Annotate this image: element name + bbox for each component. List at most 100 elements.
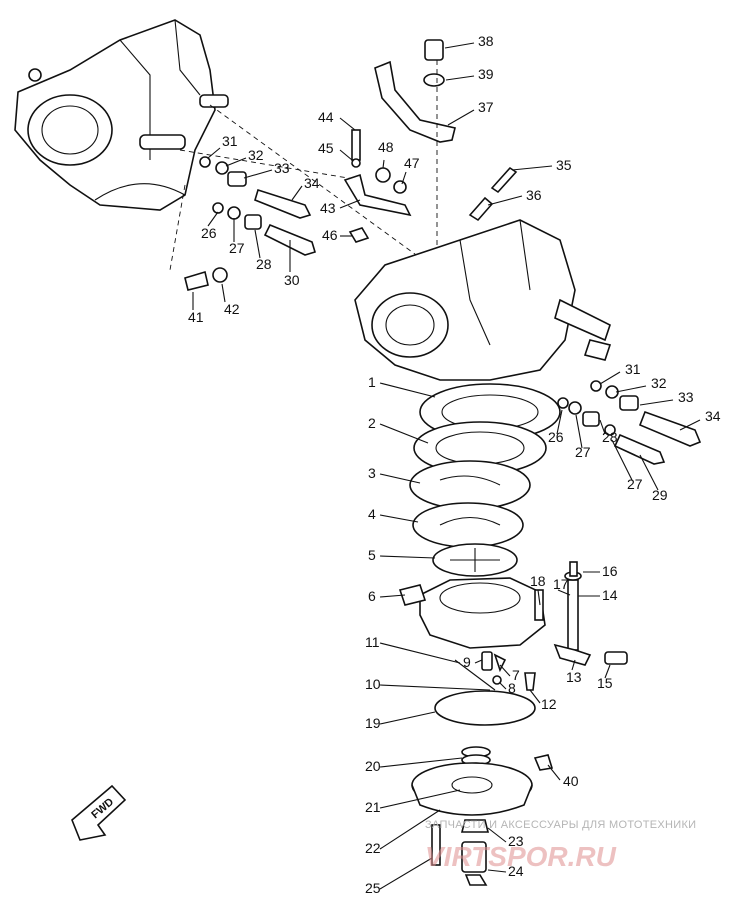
callout-43: 43	[320, 200, 336, 216]
callout-29: 29	[652, 487, 668, 503]
leader-line-38	[444, 42, 475, 49]
callout-20: 20	[365, 758, 381, 774]
callout-40: 40	[563, 773, 579, 789]
leader-line-33	[639, 399, 674, 406]
callout-7: 7	[512, 667, 520, 683]
right-screw-parts	[557, 380, 702, 465]
callout-32l: 32	[248, 147, 264, 163]
leader-line-36	[487, 195, 523, 206]
callout-2: 2	[368, 415, 376, 431]
screw-40	[533, 754, 554, 771]
callout-37: 37	[478, 99, 494, 115]
callout-45: 45	[318, 140, 334, 156]
leader-line-12	[529, 689, 541, 704]
callout-25: 25	[365, 880, 381, 896]
leader-line-31	[599, 371, 621, 385]
callout-28: 28	[602, 429, 618, 445]
callout-44: 44	[318, 109, 334, 125]
leader-line-11	[379, 642, 461, 664]
leader-line-48	[382, 159, 385, 169]
leader-line-17	[557, 589, 571, 596]
callout-47: 47	[404, 155, 420, 171]
leader-line-45	[339, 149, 353, 161]
leader-line-33l	[243, 169, 273, 179]
leader-line-1	[379, 382, 436, 398]
needle-valve-parts	[454, 651, 536, 691]
leader-line-18	[537, 589, 541, 606]
leader-line-25	[379, 857, 433, 890]
leader-line-21	[379, 789, 461, 809]
leader-line-39	[445, 75, 475, 81]
leader-line-29	[639, 454, 659, 491]
leader-line-8	[499, 682, 507, 690]
leader-line-42	[221, 283, 226, 303]
callout-26: 26	[548, 429, 564, 445]
leader-line-44	[339, 117, 356, 131]
callout-15: 15	[597, 675, 613, 691]
callout-34l: 34	[304, 175, 320, 191]
leader-line-10	[379, 684, 491, 691]
leader-line-9	[474, 659, 483, 664]
callout-24: 24	[508, 863, 524, 879]
callout-46: 46	[322, 227, 338, 243]
callout-38: 38	[478, 33, 494, 49]
callout-17: 17	[553, 576, 569, 592]
leader-line-2	[379, 423, 429, 444]
callout-21: 21	[365, 799, 381, 815]
callout-22: 22	[365, 840, 381, 856]
bottom-fasteners	[431, 819, 490, 886]
leader-line-28l	[254, 229, 261, 259]
leader-line-40	[547, 764, 561, 781]
callout-30: 30	[284, 272, 300, 288]
leader-line-26	[556, 409, 563, 435]
plate-stack	[409, 383, 561, 577]
leader-line-19	[379, 711, 436, 725]
callout-39: 39	[478, 66, 494, 82]
leader-line-23	[487, 827, 507, 843]
leader-line-31l	[207, 147, 221, 159]
spring-36	[468, 196, 494, 222]
callout-26l: 26	[201, 225, 217, 241]
callout-33: 33	[678, 389, 694, 405]
leader-line-28	[599, 419, 606, 435]
callout-27: 27	[575, 444, 591, 460]
screw-35	[490, 166, 518, 194]
leader-line-27r	[611, 439, 633, 481]
callout-31: 31	[625, 361, 641, 377]
diaphragm-19	[434, 690, 536, 726]
callout-12: 12	[541, 696, 557, 712]
callout-36: 36	[526, 187, 542, 203]
leader-line-26l	[207, 211, 219, 227]
callout-10: 10	[365, 676, 381, 692]
leader-line-6	[379, 594, 406, 598]
callout-11: 11	[365, 634, 380, 650]
leader-line-35	[511, 165, 553, 171]
cover-21	[411, 762, 533, 816]
callout-6: 6	[368, 588, 376, 604]
leader-line-7	[499, 664, 511, 677]
callout-48: 48	[378, 139, 394, 155]
leader-line-43	[339, 199, 361, 209]
leader-line-4	[379, 514, 419, 523]
callout-32: 32	[651, 375, 667, 391]
leader-line-20	[379, 757, 463, 768]
callout-34: 34	[705, 408, 721, 424]
fitting-37	[374, 39, 456, 143]
fwd-arrow: FWD	[71, 784, 127, 841]
callout-8: 8	[508, 680, 516, 696]
callout-9: 9	[463, 654, 471, 670]
leader-line-5	[379, 555, 436, 559]
leader-line-13	[571, 659, 576, 671]
carburetor-body-upper	[14, 19, 229, 211]
leader-line-32l	[225, 157, 247, 167]
callout-1: 1	[368, 374, 376, 390]
callout-33l: 33	[274, 160, 290, 176]
carburetor-body-lower	[354, 219, 612, 381]
callout-42: 42	[224, 301, 240, 317]
callout-13: 13	[566, 669, 582, 685]
leader-line-15	[604, 664, 611, 679]
leader-line-27	[575, 414, 583, 449]
leader-line-3	[379, 473, 421, 484]
